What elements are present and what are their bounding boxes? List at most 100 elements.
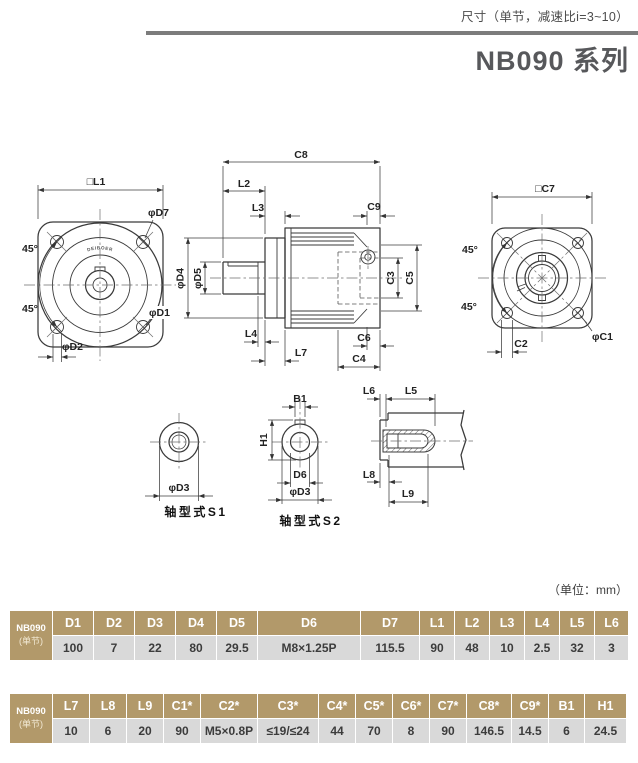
col-header: L9 — [127, 694, 163, 718]
dim-label-s2-D3: φD3 — [290, 486, 311, 498]
col-header: L4 — [525, 611, 559, 635]
dim-label-D5: φD5 — [192, 268, 204, 289]
cell-value: 90 — [164, 719, 200, 743]
dim-label-s1-D3: φD3 — [169, 482, 190, 494]
dimension-table-1: NB090 (单节) D1 D2 D3 D4 D5 D6 D7 L1 L2 L3… — [9, 610, 629, 661]
cell-value: 100 — [53, 636, 93, 660]
col-header: L7 — [53, 694, 89, 718]
dim-label-rear-angle-top: 45° — [462, 244, 478, 256]
table2-value-row: 10 6 20 90 M5×0.8P ≤19/≤24 44 70 8 90 14… — [10, 719, 626, 743]
dim-label-L2: L2 — [238, 178, 250, 190]
dim-label-L1: □L1 — [87, 176, 106, 188]
dim-label-C3: C3 — [385, 271, 397, 285]
s1-dimensions: φD3 轴型式S1 — [145, 446, 227, 519]
dim-label-C5: C5 — [404, 271, 416, 285]
cell-value: 20 — [127, 719, 163, 743]
col-header: B1 — [549, 694, 584, 718]
col-header: L1 — [420, 611, 454, 635]
series-sub: (单节) — [19, 635, 43, 646]
dim-label-H1: H1 — [258, 433, 270, 447]
front-flange-view: DEIBOER □L1 φD7 φD1 φD2 45° 45° — [22, 176, 179, 362]
cell-value: 70 — [356, 719, 392, 743]
col-header: D3 — [135, 611, 175, 635]
dim-label-L9: L9 — [402, 488, 414, 500]
col-header: H1 — [585, 694, 626, 718]
col-header: D5 — [217, 611, 257, 635]
cell-value: 29.5 — [217, 636, 257, 660]
keyway-geometry — [371, 409, 473, 471]
cell-value: 3 — [595, 636, 628, 660]
cell-value: M8×1.25P — [258, 636, 360, 660]
series-label-cell: NB090 (单节) — [10, 694, 52, 743]
dim-label-L6: L6 — [363, 385, 375, 397]
col-header: C2* — [201, 694, 257, 718]
dim-label-L3: L3 — [252, 202, 264, 214]
cell-value: 115.5 — [361, 636, 419, 660]
dim-label-C8: C8 — [294, 149, 308, 161]
dim-label-C6: C6 — [357, 332, 371, 344]
s1-geometry — [150, 413, 208, 471]
cell-value: ≤19/≤24 — [258, 719, 318, 743]
caption-shaft-s2: 轴型式S2 — [279, 513, 342, 528]
cell-value: 10 — [53, 719, 89, 743]
cell-value: 44 — [319, 719, 355, 743]
dim-label-C4: C4 — [352, 353, 366, 365]
col-header: C9* — [512, 694, 548, 718]
dim-label-D6: D6 — [293, 469, 307, 481]
cell-value: 6 — [549, 719, 584, 743]
cell-value: 90 — [420, 636, 454, 660]
cell-value: 32 — [560, 636, 594, 660]
col-header: L5 — [560, 611, 594, 635]
dim-label-L7: L7 — [295, 347, 307, 359]
front-geometry: DEIBOER — [24, 209, 176, 361]
side-geometry — [210, 227, 405, 329]
rear-flange-view: □C7 45° 45° C2 φC1 — [461, 183, 613, 358]
col-header: C7* — [430, 694, 466, 718]
dimension-table-2: NB090 (单节) L7 L8 L9 C1* C2* C3* C4* C5* … — [9, 693, 627, 744]
keyway-detail-view: L6 L5 L8 L9 — [363, 385, 473, 507]
side-section-view: C8 L2 L3 C9 φD4 φD5 C3 C5 L4 L7 C6 C4 — [175, 149, 422, 371]
cell-value: 24.5 — [585, 719, 626, 743]
cell-value: 90 — [430, 719, 466, 743]
dim-label-D1: φD1 — [149, 307, 170, 319]
cell-value: 7 — [94, 636, 134, 660]
col-header: D4 — [176, 611, 216, 635]
shaft-s1-view: φD3 轴型式S1 — [145, 413, 227, 519]
dim-label-D7: φD7 — [148, 207, 169, 219]
page-title: NB090 系列 — [475, 46, 629, 76]
cell-value: M5×0.8P — [201, 719, 257, 743]
cell-value: 48 — [455, 636, 489, 660]
col-header: C5* — [356, 694, 392, 718]
dim-label-D2: φD2 — [62, 341, 83, 353]
dim-label-L4: L4 — [245, 328, 257, 340]
dim-label-angle-bottom: 45° — [22, 303, 38, 315]
table1-value-row: 100 7 22 80 29.5 M8×1.25P 115.5 90 48 10… — [10, 636, 628, 660]
brand-arc-text: DEIBOER — [86, 245, 113, 252]
s2-geometry — [272, 398, 328, 470]
dim-label-C9: C9 — [367, 201, 381, 213]
col-header: C6* — [393, 694, 429, 718]
dim-label-C7: □C7 — [535, 183, 555, 195]
dim-label-C1: φC1 — [592, 331, 613, 343]
shaft-s2-view: B1 H1 D6 φD3 轴型式S2 — [258, 393, 342, 528]
table2-header-row: NB090 (单节) L7 L8 L9 C1* C2* C3* C4* C5* … — [10, 694, 626, 743]
cell-value: 10 — [490, 636, 524, 660]
title-rule — [146, 31, 638, 35]
cell-value: 6 — [90, 719, 126, 743]
caption-shaft-s1: 轴型式S1 — [164, 504, 227, 519]
col-header: C3* — [258, 694, 318, 718]
col-header: D7 — [361, 611, 419, 635]
side-dimensions: C8 L2 L3 C9 φD4 φD5 C3 C5 L4 L7 C6 C4 — [175, 149, 422, 371]
col-header: C1* — [164, 694, 200, 718]
rear-geometry — [478, 214, 606, 342]
series-sub: (单节) — [19, 718, 43, 729]
cell-value: 80 — [176, 636, 216, 660]
unit-note: （单位：mm） — [548, 583, 628, 597]
series-label: NB090 — [16, 623, 46, 635]
col-header: C4* — [319, 694, 355, 718]
col-header: L3 — [490, 611, 524, 635]
dim-label-L5: L5 — [405, 385, 417, 397]
col-header: L2 — [455, 611, 489, 635]
cell-value: 14.5 — [512, 719, 548, 743]
col-header: D1 — [53, 611, 93, 635]
